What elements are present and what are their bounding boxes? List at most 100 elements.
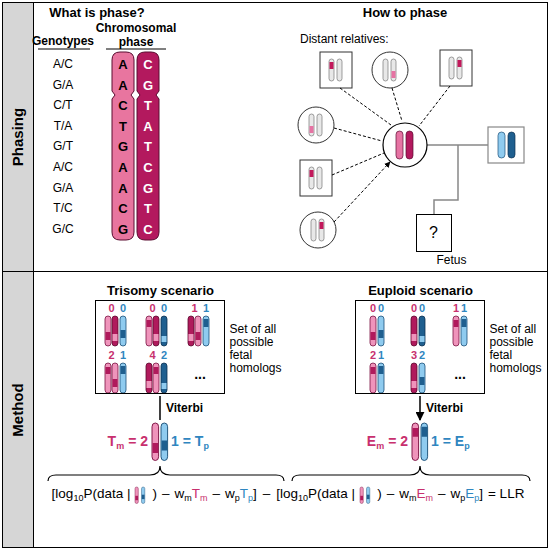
chromosome — [112, 363, 118, 393]
phased-chromosome — [112, 52, 134, 240]
chromosome — [370, 363, 376, 393]
chromosome — [412, 423, 419, 461]
homolog-count: 0 — [149, 302, 155, 315]
formula-term: = 2 — [128, 432, 148, 450]
allele-letter: C — [143, 57, 152, 72]
relative-chromosome — [309, 167, 314, 189]
formula-term: P(data | — [83, 485, 130, 503]
subscript: m — [200, 489, 208, 507]
chromosome — [105, 363, 111, 393]
chromosome — [370, 316, 376, 346]
chromosome — [411, 363, 417, 393]
chromosome — [360, 487, 363, 504]
formula-term: [log — [276, 485, 298, 503]
genotype: C/T — [53, 98, 72, 112]
allele-letter: G — [118, 139, 128, 154]
homolog-count: 2 — [370, 349, 376, 362]
chromosome — [153, 363, 159, 393]
section-heading: How to phase — [363, 5, 448, 20]
allele-letter: A — [118, 160, 127, 175]
allele-letter: G — [143, 78, 153, 93]
subscript: m — [425, 489, 433, 507]
formula-term: T — [195, 432, 204, 450]
allele-letter: G — [118, 222, 128, 237]
relative-female — [300, 212, 336, 248]
set-description: Set of all possible fetal homologs — [230, 323, 288, 375]
formula-term: 1 = — [431, 432, 451, 450]
formula-term: E — [367, 432, 376, 450]
chromosome — [419, 316, 425, 346]
formula-term: T — [240, 485, 248, 503]
homolog-count: 0 — [411, 302, 417, 315]
homolog-count: 4 — [149, 349, 155, 362]
father-chromosome — [508, 132, 515, 158]
subscript: 10 — [298, 489, 308, 507]
relative-chromosome — [391, 59, 396, 81]
subscript: p — [474, 489, 479, 507]
relative-chromosome — [329, 59, 334, 81]
relative-chromosome — [317, 167, 322, 189]
genotype: G/T — [53, 139, 73, 153]
subscript: p — [464, 437, 470, 455]
step-label: Viterbi — [426, 401, 463, 415]
relative-chromosome — [317, 114, 322, 136]
allele-letter: T — [144, 139, 152, 154]
column-heading: Genotypes — [32, 34, 94, 48]
allele-letter: A — [118, 181, 127, 196]
allele-letter: G — [143, 181, 153, 196]
father-chromosome — [498, 132, 505, 158]
homolog-count: 0 — [161, 302, 167, 315]
chromosome — [142, 487, 145, 504]
chromosome — [146, 363, 152, 393]
relative-male — [440, 50, 472, 86]
formula-term: w — [174, 485, 184, 503]
relative-chromosome — [383, 59, 388, 81]
result-row: Tm= 2 — [108, 432, 148, 452]
unknown-mark: ? — [417, 215, 451, 251]
side-band: Phasing — [3, 3, 34, 271]
homolog-count: 3 — [411, 349, 417, 362]
genotype: T/C — [53, 201, 72, 215]
genotype: T/A — [54, 119, 73, 133]
chromosome — [161, 363, 167, 393]
formula-term: ) — [377, 485, 382, 503]
result-row: 1 =Tp — [171, 432, 209, 452]
formula-term: = LLR — [488, 485, 524, 503]
homolog-count: 1 — [120, 349, 126, 362]
allele-letter: A — [143, 119, 152, 134]
relative-chromosome — [457, 57, 462, 79]
allele-letter: C — [118, 98, 127, 113]
subscript: p — [460, 489, 465, 507]
homolog-count: 1 — [461, 302, 467, 315]
formula-term: ) — [152, 485, 157, 503]
formula-term: – — [387, 485, 395, 503]
chromosome — [112, 316, 118, 346]
chromosome — [161, 423, 168, 461]
side-band: Method — [3, 272, 34, 547]
genotype: A/C — [53, 160, 73, 174]
section-title: Phasing — [10, 108, 26, 166]
chromosome — [203, 316, 209, 346]
formula-term: = 2 — [388, 432, 408, 450]
formula-term: T — [192, 485, 200, 503]
formula-term: w — [225, 485, 235, 503]
chromosome — [419, 363, 425, 393]
subscript: 10 — [73, 489, 83, 507]
scenario-heading: Euploid scenario — [336, 283, 506, 298]
homolog-count: 2 — [419, 349, 425, 362]
formula-row: [log10P(data |)–wmTm–wpTp]–[log10P(data … — [30, 485, 546, 504]
curly-brace — [292, 466, 530, 481]
homolog-count: 2 — [161, 349, 167, 362]
homolog-count: 1 — [203, 302, 209, 315]
allele-letter: T — [144, 201, 152, 216]
formula-term: [log — [52, 485, 74, 503]
genotype: G/C — [52, 222, 73, 236]
father-symbol — [488, 127, 524, 163]
viterbi-arrow — [160, 396, 420, 420]
formula-term: – — [212, 485, 220, 503]
relative-chromosome — [311, 219, 316, 241]
